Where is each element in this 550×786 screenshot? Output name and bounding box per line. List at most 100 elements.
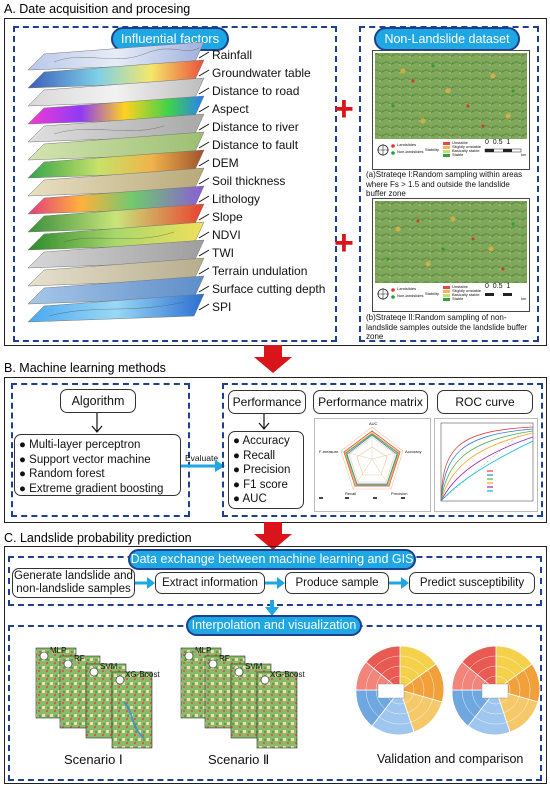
map2-legend-nonlandslides: Non-landslides xyxy=(397,293,424,298)
map1-legend-stability: Stability xyxy=(425,147,440,152)
scenario1-model-rf: RF xyxy=(74,654,85,663)
section-b-title: B. Machine learning methods xyxy=(4,361,166,375)
step-generate-samples: Generate landslide and non-landslide sam… xyxy=(12,568,135,598)
scenario1-model-xgb: XG-Boost xyxy=(125,670,160,679)
validation-rose-left xyxy=(355,645,445,736)
metric-accuracy: ● Accuracy xyxy=(233,435,290,447)
metric-auc: ● AUC xyxy=(233,493,267,505)
factor-label-spi: SPI xyxy=(212,300,232,314)
factor-label-twi: TWI xyxy=(212,246,234,260)
factor-label-slope: Slope xyxy=(212,210,243,224)
step-arrow-3 xyxy=(389,577,409,589)
map2-legend-c3: Basically stable xyxy=(452,292,480,297)
step-arrow-2 xyxy=(265,577,285,589)
scenario2-label: Scenario Ⅱ xyxy=(208,752,270,767)
algo-mlp: ● Multi-layer perceptron xyxy=(19,439,141,451)
scenario2-model-mlp: MLP xyxy=(195,646,212,655)
strategy2-caption: (b)Strateqe II:Random sampling of non-la… xyxy=(366,313,528,341)
factor-label-dem: DEM xyxy=(212,156,239,170)
step-produce-sample: Produce sample xyxy=(285,572,389,594)
scenario1-label: Scenario Ⅰ xyxy=(64,752,123,767)
factor-label-groundwater: Groundwater table xyxy=(212,66,311,80)
radar-axis-fmeasure: F-measure xyxy=(319,449,339,454)
factor-layer-stack xyxy=(27,42,205,323)
evaluate-label: Evaluate xyxy=(185,453,219,463)
validation-label: Validation and comparison xyxy=(377,752,524,766)
layer-spi xyxy=(27,293,205,323)
map1-legend-c1: Unstable xyxy=(452,140,468,145)
factor-label-rainfall: Rainfall xyxy=(212,48,253,62)
algorithm-down-arrow xyxy=(91,413,103,433)
map2-legend-c1: Unstable xyxy=(452,284,468,289)
factor-label-soil: Soil thickness xyxy=(212,174,286,188)
algo-rf: ● Random forest xyxy=(19,468,105,480)
step-arrow-1 xyxy=(135,577,155,589)
scenario2-model-svm: SVM xyxy=(245,662,263,671)
map1-scale: 0 0.5 1 xyxy=(485,139,511,146)
map2-legend-c2: Slightly unstable xyxy=(452,288,482,293)
metric-f1: ● F1 score xyxy=(233,478,288,491)
metrics-list: ● Accuracy ● Recall ● Precision ● F1 sco… xyxy=(228,431,304,509)
radar-axis-accuracy: Accuracy xyxy=(405,449,422,454)
scenario1-model-svm: SVM xyxy=(100,662,118,671)
radar-axis-auc: AUC xyxy=(369,421,378,426)
map2-legend-landslides: Landslides xyxy=(397,286,417,291)
map2-legend-c4: Stable xyxy=(452,296,464,301)
interp-title: Interpolation and visualization xyxy=(186,615,362,636)
section-a-title: A. Date acquisition and procesing xyxy=(4,2,191,16)
factor-label-cutting: Surface cutting depth xyxy=(212,282,326,296)
evaluation-panel xyxy=(222,383,543,517)
factor-arrows xyxy=(198,51,210,311)
plus-icon-top: + xyxy=(334,90,354,128)
evaluate-arrow xyxy=(181,460,225,472)
factor-label-aspect: Aspect xyxy=(212,102,249,116)
performance-label: Performance xyxy=(228,390,306,414)
arrow-a-to-b xyxy=(254,345,292,373)
map2-legend-stability: Stability xyxy=(425,291,440,296)
step-extract-information: Extract information xyxy=(155,572,265,594)
scenario2-model-rf: RF xyxy=(219,654,230,663)
map1-legend-nonlandslides: Non-landslides xyxy=(397,149,424,154)
section-c-frame xyxy=(4,546,547,784)
strategy2-map: Landslides Non-landslides Stability Unst… xyxy=(372,198,530,312)
map2-scale: 0 0.5 1 xyxy=(485,283,511,290)
scenario1-model-mlp: MLP xyxy=(50,646,67,655)
arrow-b-to-c xyxy=(254,522,292,550)
plus-icon-bottom: + xyxy=(334,224,354,262)
data-exchange-title: Data exchange between machine learning a… xyxy=(128,549,416,570)
scenario2-maps xyxy=(180,647,298,749)
metric-precision: ● Precision xyxy=(233,464,291,476)
metric-recall: ● Recall xyxy=(233,449,276,462)
performance-down-arrow xyxy=(258,414,270,430)
scenario1-maps xyxy=(35,647,153,749)
non-landslide-title: Non-Landslide dataset xyxy=(374,27,520,51)
section-c-title: C. Landslide probability prediction xyxy=(4,531,192,545)
roc-label: ROC curve xyxy=(437,390,533,414)
algo-xgb: ● Extreme gradient boosting xyxy=(19,482,164,495)
radar-axis-recall: Recall xyxy=(345,491,357,496)
factor-label-road: Distance to road xyxy=(212,84,300,98)
map1-legend-landslides: Landslides xyxy=(397,142,417,147)
radar-axis-precision: Precision xyxy=(391,491,408,496)
scenario2-model-xgb: XG-Boost xyxy=(270,670,305,679)
factor-label-fault: Distance to fault xyxy=(212,138,299,152)
map1-legend-c4: Stable xyxy=(452,152,464,157)
arrow-down-to-interp xyxy=(265,600,279,616)
algorithm-list: ● Multi-layer perceptron ● Support vecto… xyxy=(14,434,181,496)
strategy1-caption: (a)Strateqe I:Random sampling within are… xyxy=(366,170,523,198)
algorithm-label: Algorithm xyxy=(60,389,136,413)
map1-scale-unit: km xyxy=(521,152,527,157)
matrix-label: Performance matrix xyxy=(313,390,428,414)
map2-scale-unit: km xyxy=(521,296,527,301)
factor-label-ndvi: NDVI xyxy=(212,228,241,242)
validation-rose-right xyxy=(451,645,541,736)
roc-chart xyxy=(434,418,538,512)
map1-legend-c2: Slightly unstable xyxy=(452,144,482,149)
algorithm-panel xyxy=(11,383,190,517)
factor-label-river: Distance to river xyxy=(212,120,299,134)
step-predict-susceptibility: Predict susceptibility xyxy=(409,572,535,594)
performance-radar: AUC Accuracy Precision Recall F-measure xyxy=(314,418,431,512)
factor-label-lithology: Lithology xyxy=(212,192,261,206)
map1-legend-c3: Basically stable xyxy=(452,148,480,153)
strategy1-map: Landslides Non-landslides Stability Unst… xyxy=(372,50,530,170)
